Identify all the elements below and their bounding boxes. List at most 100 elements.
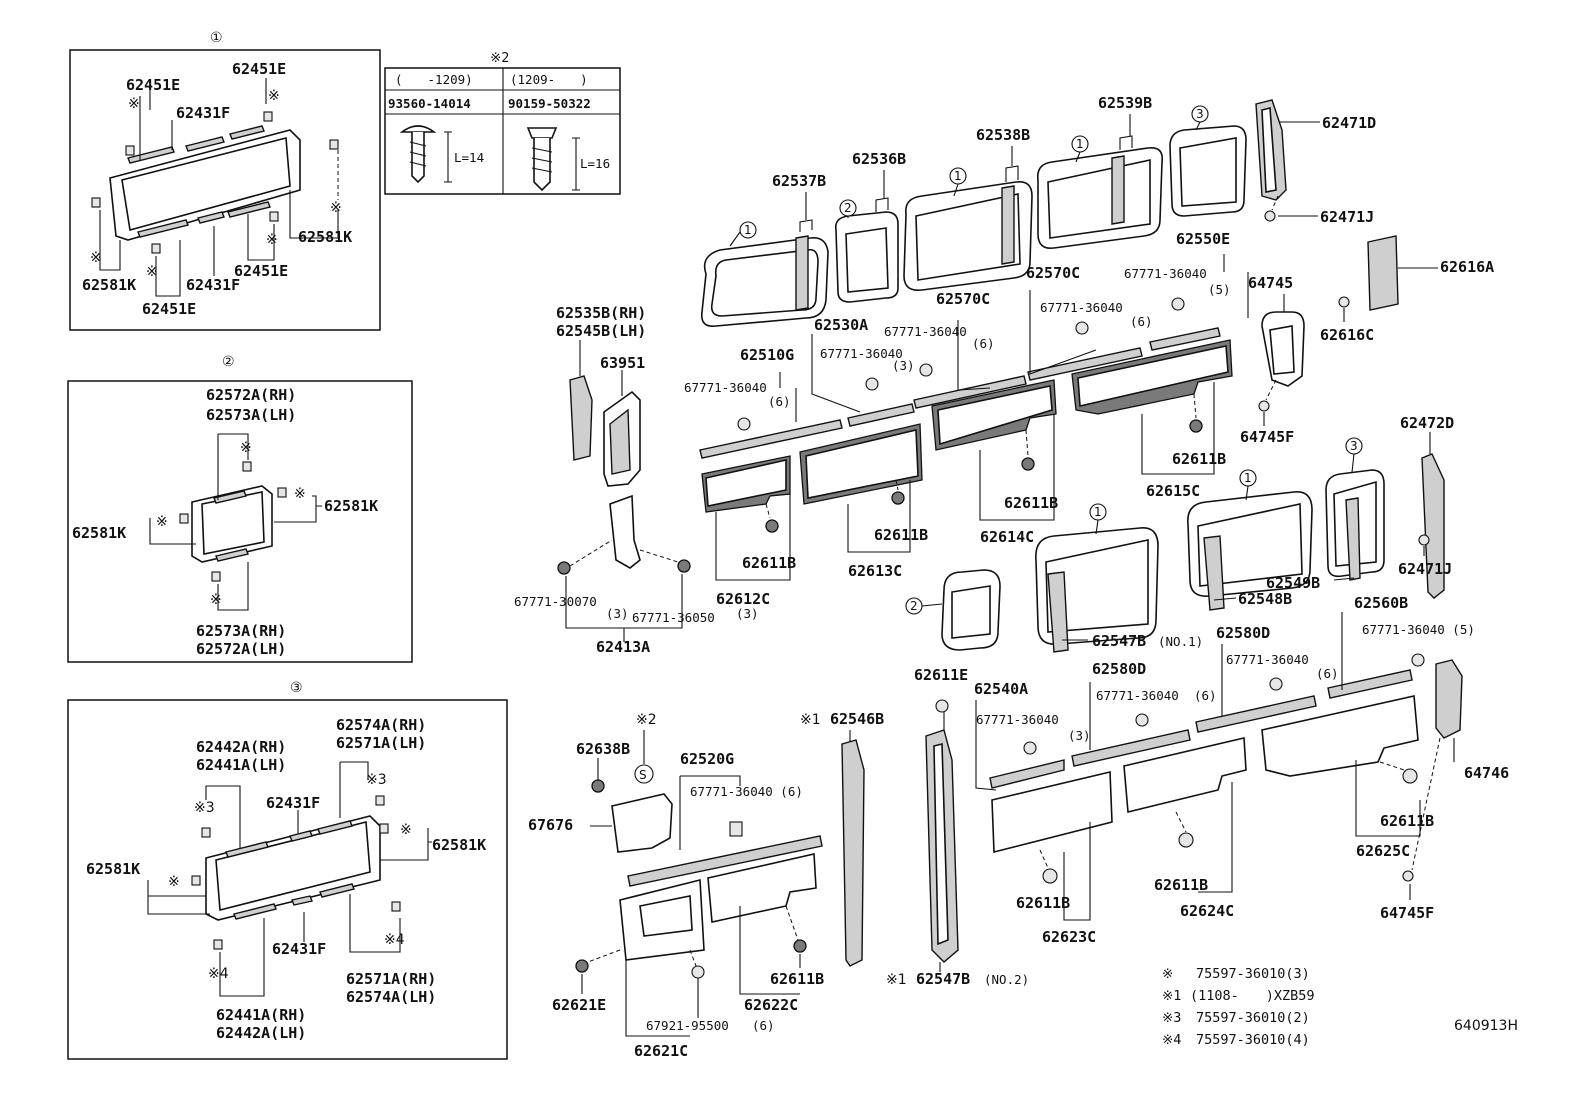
trim-strip-62580D-b bbox=[1195, 695, 1317, 733]
label-62539B: 62539B bbox=[1098, 94, 1152, 112]
clip-label: 67771-36040 (5) bbox=[1362, 622, 1475, 637]
label-64745F: 64745F bbox=[1380, 904, 1434, 922]
legend-key: ※3 bbox=[1162, 1010, 1181, 1026]
note-mark: ※ bbox=[146, 264, 158, 280]
front-pillar-group: 62535B(RH) 62545B(LH) 63951 67771-30070 … bbox=[514, 304, 759, 656]
label-64745F: 64745F bbox=[1240, 428, 1294, 446]
label-62570C: 62570C bbox=[1026, 264, 1080, 282]
upper-trim-panels: 62550E 62570C 62570C 62530A 62510G 67771… bbox=[684, 230, 1249, 608]
note-mark: ※3 bbox=[366, 772, 387, 788]
label-62571A-RH: 62571A(RH) bbox=[346, 970, 436, 988]
label-62537B: 62537B bbox=[772, 172, 826, 190]
bolt-table-title: ※2 bbox=[490, 50, 509, 66]
trim-panel-62622C bbox=[707, 853, 817, 923]
label-62451E: 62451E bbox=[142, 300, 196, 318]
cover-62616A bbox=[1367, 235, 1399, 311]
note-mark: ※4 bbox=[208, 966, 229, 982]
note-mark: ※1 bbox=[886, 972, 907, 988]
ref-1: 1 bbox=[1094, 505, 1102, 519]
label-62510G: 62510G bbox=[740, 346, 794, 364]
label-62611B: 62611B bbox=[770, 970, 824, 988]
label-62581K: 62581K bbox=[82, 276, 136, 294]
label-62431F: 62431F bbox=[186, 276, 240, 294]
label-62612C: 62612C bbox=[716, 590, 770, 608]
handle-64746 bbox=[1435, 659, 1463, 739]
label-62574A-LH: 62574A(LH) bbox=[346, 988, 436, 1006]
label-64745: 64745 bbox=[1248, 274, 1293, 292]
note-mark: ※ bbox=[168, 874, 180, 890]
label-62550E: 62550E bbox=[1176, 230, 1230, 248]
ref-3: 3 bbox=[1350, 439, 1358, 453]
screw-head-icon bbox=[399, 125, 437, 133]
clip-qty: (6) bbox=[1194, 688, 1217, 703]
front-trim-group: ※2 S 62638B 67676 62520G 67771-36040 (6)… bbox=[528, 712, 824, 1060]
note-mark: ※ bbox=[400, 822, 412, 838]
label-62611B: 62611B bbox=[1016, 894, 1070, 912]
bolt-head-icon bbox=[526, 127, 558, 139]
trim-strip-62580D bbox=[1071, 729, 1191, 767]
label-62611B: 62611B bbox=[1004, 494, 1058, 512]
label-62547B-NO2: 62547B bbox=[916, 970, 970, 988]
center-pillar-group: ※1 62546B ※1 62547B (NO.2) bbox=[800, 699, 1029, 988]
bolt-body-icon bbox=[533, 138, 551, 192]
label-62442A-LH: 62442A(LH) bbox=[216, 1024, 306, 1042]
label-62547B-NO1: 62547B bbox=[1092, 632, 1146, 650]
legend-value: 75597-36010(4) bbox=[1196, 1032, 1310, 1048]
note-mark: ※ bbox=[156, 514, 168, 530]
label-62611B: 62611B bbox=[1172, 450, 1226, 468]
label-62623C: 62623C bbox=[1042, 928, 1096, 946]
bolt-range-1: ( -1209) bbox=[395, 72, 473, 87]
clip-qty: (3) bbox=[1068, 728, 1091, 743]
label-62574A-RH: 62574A(RH) bbox=[336, 716, 426, 734]
ref-1: 1 bbox=[744, 223, 752, 237]
label-62520G: 62520G bbox=[680, 750, 734, 768]
clip-label: 67771-36040 bbox=[976, 712, 1059, 727]
label-62547B-NO2-qualifier: (NO.2) bbox=[984, 972, 1029, 987]
legend-key: ※ bbox=[1162, 966, 1173, 982]
trim-strip-62540A bbox=[989, 759, 1065, 789]
clip-label: 67921-95500 bbox=[646, 1018, 729, 1033]
trim-strip-62520G bbox=[627, 835, 823, 887]
pillar-62472D bbox=[1421, 453, 1445, 599]
label-62624C: 62624C bbox=[1180, 902, 1234, 920]
label-62535B-RH: 62535B(RH) bbox=[556, 304, 646, 322]
clip-qty: (5) bbox=[1208, 282, 1231, 297]
pillar-62535B bbox=[569, 375, 593, 461]
box-3: ③ 62574A(RH) 62571A(LH) 62442A(RH) 62441… bbox=[67, 680, 508, 1060]
label-62560B: 62560B bbox=[1354, 594, 1408, 612]
diagram-id: 640913H bbox=[1454, 1018, 1518, 1034]
trim-panel-62623C bbox=[991, 770, 1113, 854]
clip-label: 67771-36050 bbox=[632, 610, 715, 625]
note-mark: ※1 bbox=[800, 712, 821, 728]
legend: ※ 75597-36010(3) ※1 (1108- )XZB59 ※3 755… bbox=[1162, 966, 1518, 1048]
bolt-length-1: L=14 bbox=[454, 150, 484, 165]
clip-label: 67771-36040 bbox=[1040, 300, 1123, 315]
legend-value: (1108- )XZB59 bbox=[1190, 988, 1315, 1004]
note-mark: ※ bbox=[330, 200, 342, 216]
ref-1: 1 bbox=[954, 169, 962, 183]
label-62471D: 62471D bbox=[1322, 114, 1376, 132]
label-62625C: 62625C bbox=[1356, 842, 1410, 860]
bolt-part-1: 93560-14014 bbox=[388, 96, 471, 111]
clip-label: 67771-36040 bbox=[1226, 652, 1309, 667]
note-mark: ※ bbox=[268, 88, 280, 104]
ref-1: 1 bbox=[1076, 137, 1084, 151]
label-62571A-LH: 62571A(LH) bbox=[336, 734, 426, 752]
label-62616A: 62616A bbox=[1440, 258, 1494, 276]
label-62413A: 62413A bbox=[596, 638, 650, 656]
label-62546B: 62546B bbox=[830, 710, 884, 728]
label-62638B: 62638B bbox=[576, 740, 630, 758]
bolt-part-2: 90159-50322 bbox=[508, 96, 591, 111]
label-62451E: 62451E bbox=[232, 60, 286, 78]
label-62581K: 62581K bbox=[432, 836, 486, 854]
clip-label: 67771-36040 bbox=[1124, 266, 1207, 281]
trim-panel-62624C bbox=[1123, 737, 1247, 813]
clip-qty: (6) bbox=[1316, 666, 1339, 681]
label-62621C: 62621C bbox=[634, 1042, 688, 1060]
clip-qty: (3) bbox=[736, 606, 759, 621]
label-62441A-LH: 62441A(LH) bbox=[196, 756, 286, 774]
label-62611B: 62611B bbox=[1380, 812, 1434, 830]
label-62621E: 62621E bbox=[552, 996, 606, 1014]
ref-2: 2 bbox=[844, 201, 852, 215]
